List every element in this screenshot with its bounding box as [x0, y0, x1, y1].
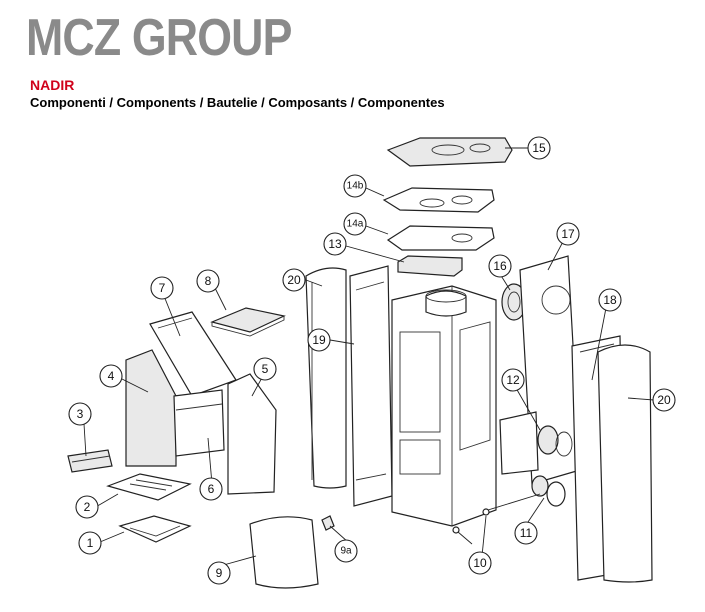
svg-text:15: 15 — [532, 141, 546, 155]
callout-14a: 14a — [343, 212, 367, 236]
svg-text:17: 17 — [561, 227, 575, 241]
svg-text:5: 5 — [262, 362, 269, 376]
part-rods — [452, 493, 541, 545]
svg-text:14b: 14b — [347, 181, 364, 192]
svg-text:20: 20 — [657, 393, 671, 407]
svg-text:9a: 9a — [340, 546, 352, 557]
callout-4: 4 — [99, 364, 123, 388]
callout-9: 9 — [207, 561, 231, 585]
part-flue-collar — [501, 283, 527, 321]
svg-text:4: 4 — [108, 369, 115, 383]
svg-text:14a: 14a — [347, 219, 364, 230]
part-pipe-fittings — [531, 475, 566, 507]
part-side-panel-left — [305, 267, 347, 489]
svg-text:11: 11 — [520, 526, 533, 540]
svg-text:9: 9 — [216, 566, 223, 580]
callout-16: 16 — [488, 254, 512, 278]
callout-6: 6 — [199, 477, 223, 501]
part-side-panel-right-curved — [597, 344, 653, 583]
svg-text:13: 13 — [328, 237, 342, 251]
part-back-frame — [349, 265, 393, 507]
callout-9a: 9a — [334, 539, 358, 563]
callout-15: 15 — [527, 136, 551, 160]
part-ash-pan — [118, 515, 192, 543]
callout-20-right: 20 — [652, 388, 676, 412]
callout-14b: 14b — [343, 174, 367, 198]
svg-text:10: 10 — [473, 556, 487, 570]
callout-2: 2 — [75, 495, 99, 519]
part-deflector — [397, 255, 463, 277]
svg-text:7: 7 — [159, 281, 166, 295]
svg-text:3: 3 — [77, 407, 84, 421]
leader-lines — [83, 147, 655, 567]
callout-20-left: 20 — [282, 268, 306, 292]
svg-text:18: 18 — [603, 293, 617, 307]
svg-text:16: 16 — [493, 259, 507, 273]
svg-text:12: 12 — [506, 373, 520, 387]
svg-text:19: 19 — [312, 333, 326, 347]
part-top-brick — [210, 307, 286, 337]
callout-18: 18 — [598, 288, 622, 312]
callout-13: 13 — [323, 232, 347, 256]
part-top-cover — [386, 137, 513, 167]
callout-5: 5 — [253, 357, 277, 381]
callout-10: 10 — [468, 551, 492, 575]
callout-19: 19 — [307, 328, 331, 352]
part-stove-body — [391, 285, 497, 527]
svg-text:8: 8 — [205, 274, 212, 288]
part-rear-brick — [173, 389, 225, 457]
part-front-panel — [249, 516, 319, 589]
part-air-pipes — [499, 411, 573, 475]
svg-text:2: 2 — [84, 500, 91, 514]
svg-text:1: 1 — [87, 536, 94, 550]
components-subtitle: Componenti / Components / Bautelie / Com… — [30, 95, 445, 110]
svg-text:6: 6 — [208, 482, 215, 496]
callout-3: 3 — [68, 402, 92, 426]
part-right-brick — [227, 373, 277, 495]
svg-text:20: 20 — [287, 273, 301, 287]
part-upper-plate — [382, 187, 495, 213]
callout-8: 8 — [196, 269, 220, 293]
model-name: NADIR — [30, 77, 75, 93]
callout-11: 11 — [514, 521, 538, 545]
brand-logo: MCZ GROUP — [26, 9, 292, 67]
callout-1: 1 — [78, 531, 102, 555]
callout-17: 17 — [556, 222, 580, 246]
part-left-brick — [125, 349, 177, 467]
part-lower-plate — [386, 225, 495, 251]
callout-12: 12 — [501, 368, 525, 392]
callout-7: 7 — [150, 276, 174, 300]
part-grate-front — [67, 449, 113, 473]
part-grate — [106, 473, 192, 501]
